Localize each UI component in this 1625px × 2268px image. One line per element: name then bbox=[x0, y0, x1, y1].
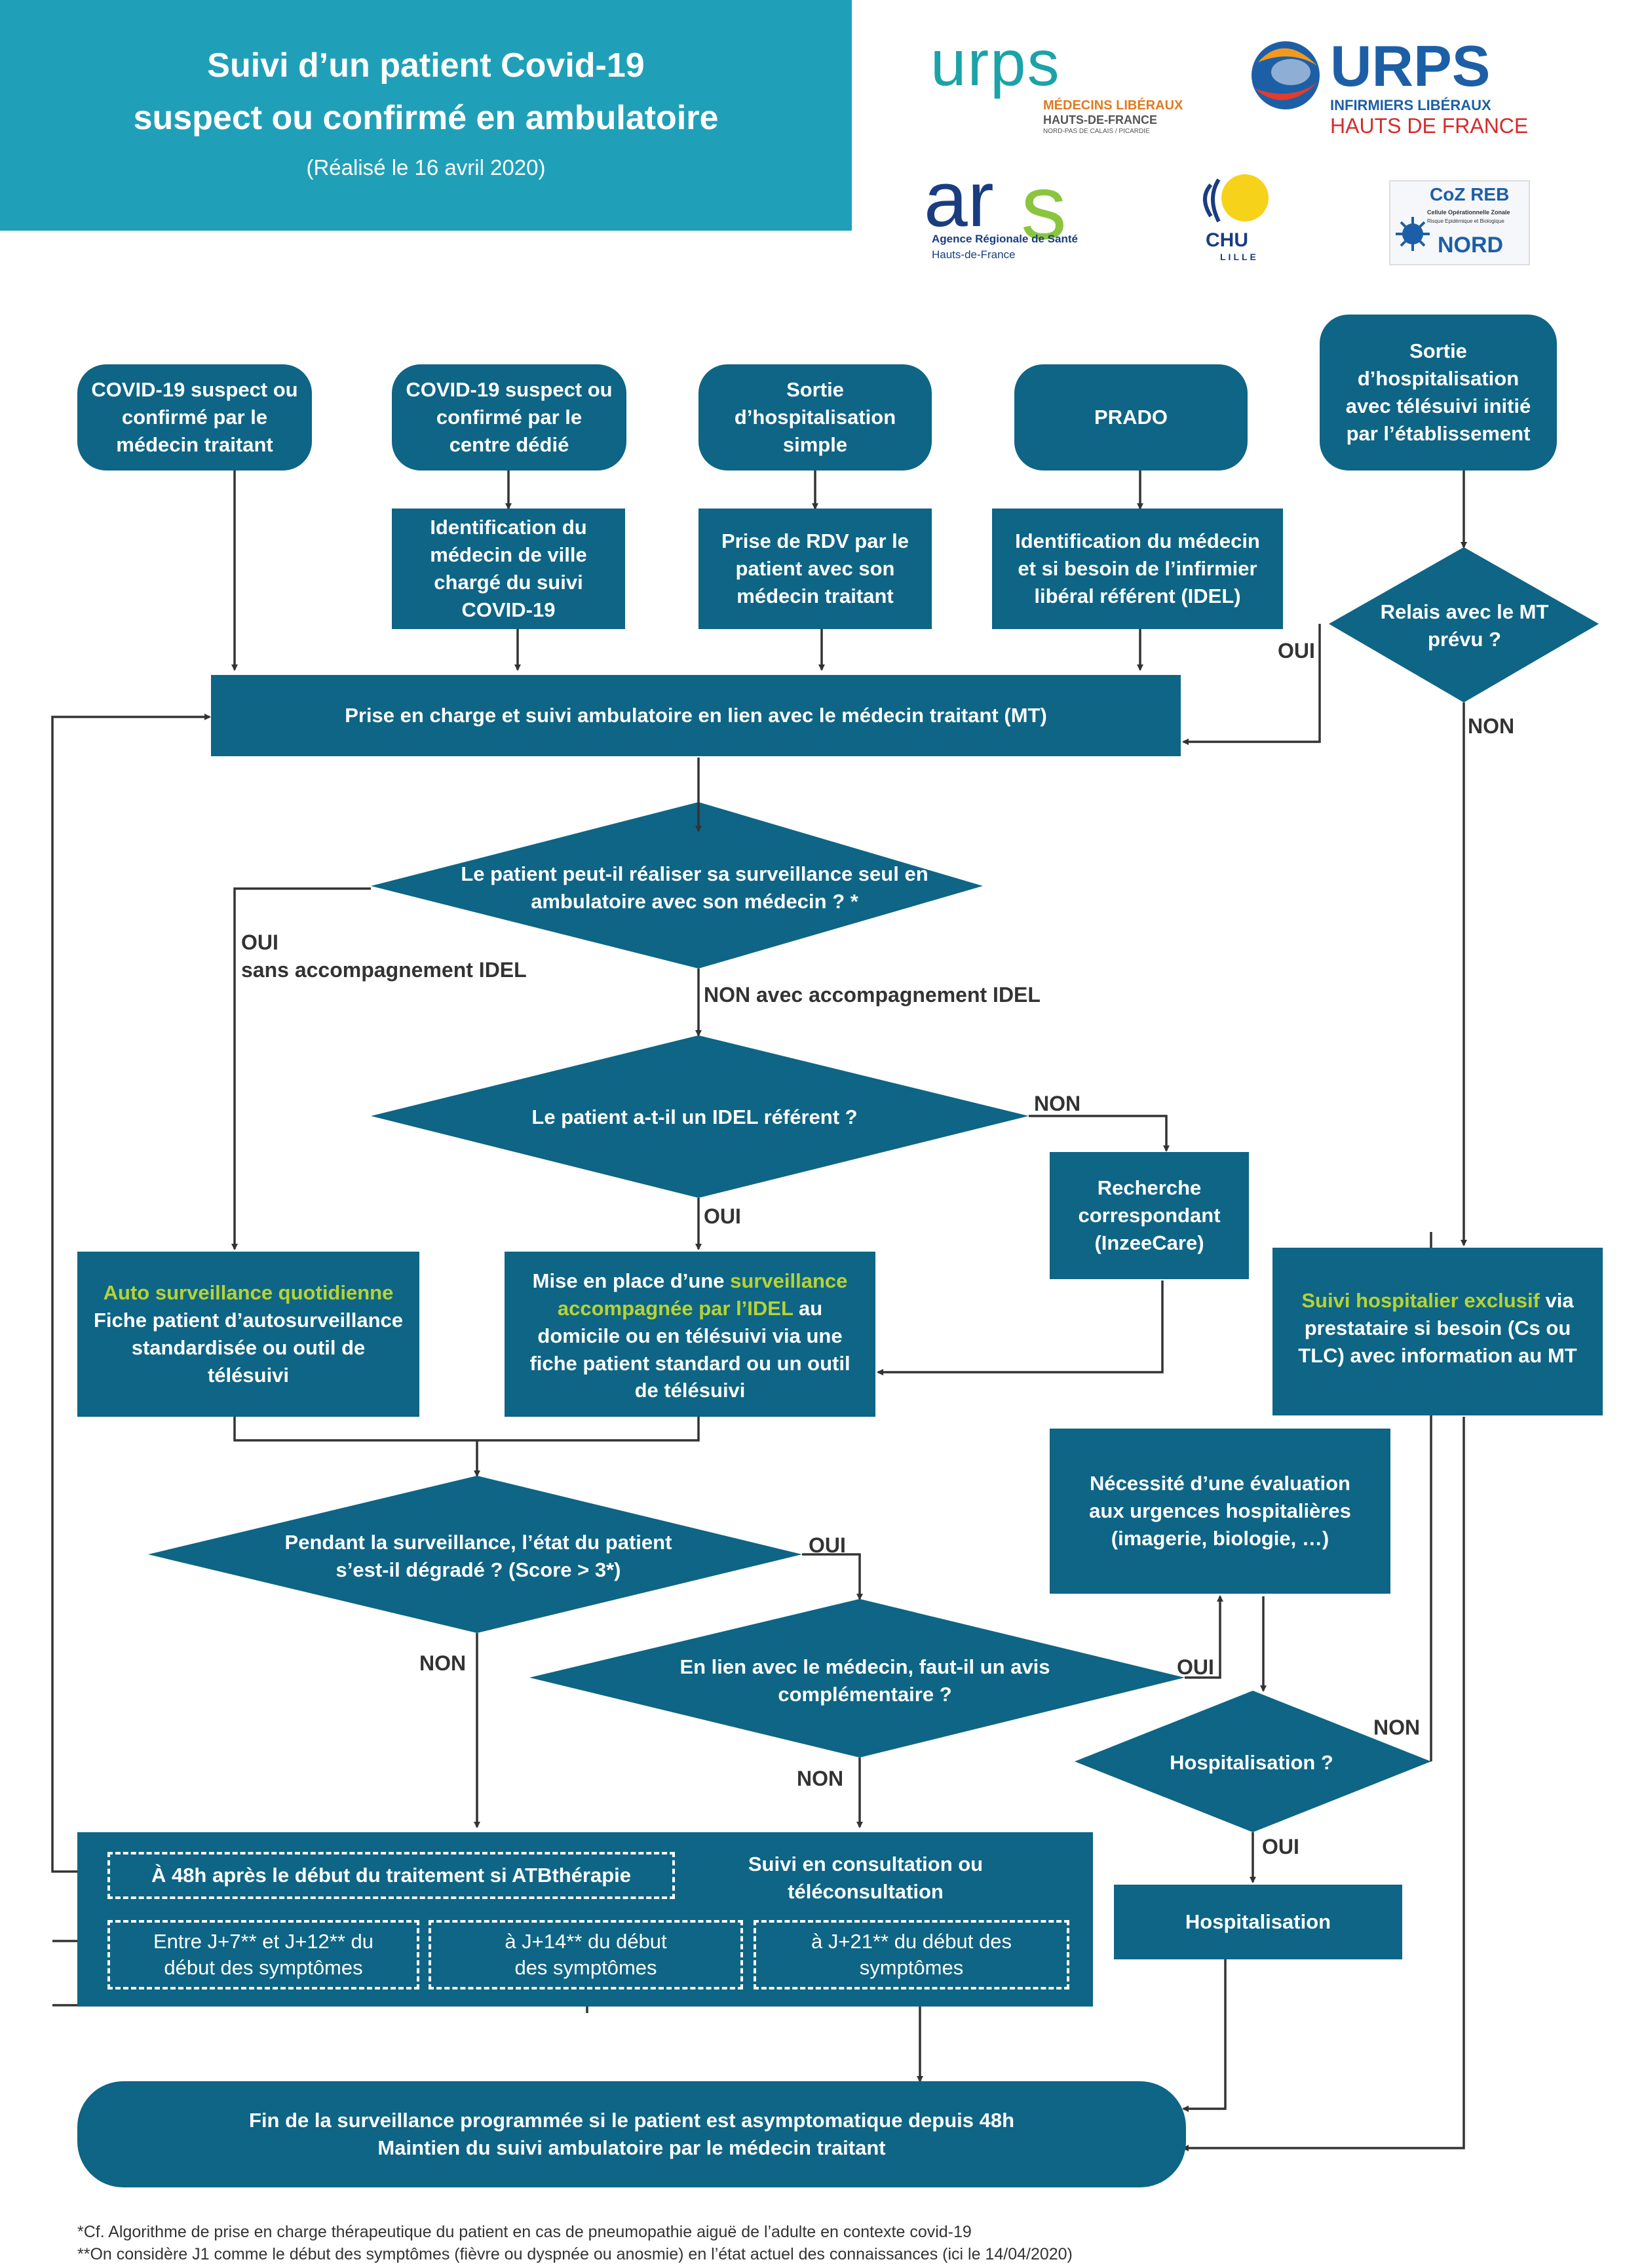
start-prado: PRADO bbox=[1014, 364, 1248, 471]
decision-avis-text: En lien avec le médecin, faut-il un avis… bbox=[679, 1655, 1050, 1706]
suivi-hospitalier-highlight: Suivi hospitalier exclusif bbox=[1301, 1289, 1540, 1312]
label-oui-idel: OUI bbox=[704, 1204, 741, 1228]
checkpoint-j7-j12: Entre J+7** et J+12** du début des sympt… bbox=[107, 1920, 419, 1989]
label-non-avis: NON bbox=[797, 1767, 844, 1790]
surveillance-accompagnee-text-a: Mise en place d’une bbox=[532, 1269, 725, 1292]
auto-surveillance-text: Fiche patient d’autosurveillance standar… bbox=[93, 1309, 403, 1387]
main-prise-en-charge: Prise en charge et suivi ambulatoire en … bbox=[211, 675, 1181, 756]
start-medecin-traitant: COVID-19 suspect ou confirmé par le méde… bbox=[77, 364, 312, 471]
label-non-degrade: NON bbox=[419, 1651, 467, 1675]
surveillance-accompagnee-highlight: surveillance accompagnée par l’IDEL bbox=[557, 1269, 848, 1320]
step-prise-rdv: Prise de RDV par le patient avec son méd… bbox=[698, 509, 932, 629]
urgences-box: Nécessité d’une évaluation aux urgences … bbox=[1050, 1429, 1390, 1594]
decision-avis-diamond bbox=[529, 1599, 1185, 1758]
header-banner: Suivi d’un patient Covid-19 suspect ou c… bbox=[0, 0, 852, 231]
label-oui-degrade: OUI bbox=[809, 1533, 846, 1557]
footnote-1: *Cf. Algorithme de prise en charge théra… bbox=[77, 2223, 972, 2241]
start-sortie-telesuivi: Sortie d’hospitalisation avec télésuivi … bbox=[1320, 315, 1557, 471]
fin-surveillance-line2: Maintien du suivi ambulatoire par le méd… bbox=[377, 2136, 886, 2159]
label-oui-avis: OUI bbox=[1177, 1655, 1214, 1679]
decision-degrade-diamond bbox=[148, 1476, 802, 1633]
fin-surveillance-box: Fin de la surveillance programmée si le … bbox=[77, 2081, 1186, 2187]
decision-hosp-text: Hospitalisation ? bbox=[1170, 1751, 1333, 1775]
step-identification-idel: Identification du médecin et si besoin d… bbox=[992, 509, 1283, 629]
suivi-hospitalier-box: Suivi hospitalier exclusif via prestatai… bbox=[1272, 1248, 1603, 1415]
decision-seul-text: Le patient peut-il réaliser sa surveilla… bbox=[461, 862, 928, 913]
checkpoint-48h: À 48h après le début du traitement si AT… bbox=[107, 1852, 675, 1899]
decision-hosp-diamond bbox=[1075, 1691, 1431, 1832]
suivi-hospitalier-text: via prestataire si besoin (Cs ou TLC) av… bbox=[1298, 1289, 1577, 1367]
urps-medecins-logo: urps MÉDECINS LIBÉRAUX HAUTS-DE-FRANCE N… bbox=[930, 27, 1183, 135]
decision-degrade-text: Pendant la surveillance, l’état du patie… bbox=[284, 1531, 672, 1581]
decision-idel-text: Le patient a-t-il un IDEL référent ? bbox=[531, 1105, 858, 1129]
suivi-consultation-title: Suivi en consultation ou téléconsultatio… bbox=[748, 1853, 984, 1903]
virus-icon bbox=[1396, 217, 1430, 251]
coz-reb-logo: CoZ REB Cellule Opérationnelle Zonale Ri… bbox=[1389, 180, 1530, 265]
surveillance-accompagnee-text-b: au domicile ou en télésuivi via une fich… bbox=[529, 1296, 851, 1402]
page-title-line2: suspect ou confirmé en ambulatoire bbox=[133, 99, 719, 137]
decision-seul-diamond bbox=[371, 802, 983, 969]
page-title-line1: Suivi d’un patient Covid-19 bbox=[207, 47, 645, 85]
recherche-correspondant: Recherche correspondant (InzeeCare) bbox=[1050, 1152, 1249, 1279]
page-subtitle: (Réalisé le 16 avril 2020) bbox=[306, 155, 546, 180]
step-identification-medecin-ville: Identification du médecin de ville charg… bbox=[392, 509, 625, 629]
label-non-seul: NON avec accompagnement IDEL bbox=[704, 983, 1041, 1007]
start-centre-dedie: COVID-19 suspect ou confirmé par le cent… bbox=[392, 364, 626, 471]
hospitalisation-box: Hospitalisation bbox=[1114, 1885, 1402, 1959]
auto-surveillance-box: Auto surveillance quotidienne Fiche pati… bbox=[77, 1252, 419, 1417]
decision-relais-diamond bbox=[1329, 547, 1599, 702]
label-oui-seul: OUI bbox=[241, 931, 278, 954]
label-oui-seul-sans-idel: sans accompagnement IDEL bbox=[241, 958, 527, 982]
label-oui-relais: OUI bbox=[1278, 639, 1315, 663]
start-sortie-simple: Sortie d’hospitalisation simple bbox=[698, 364, 932, 471]
auto-surveillance-highlight: Auto surveillance quotidienne bbox=[103, 1281, 394, 1305]
footnote-2: **On considère J1 comme le début des sym… bbox=[77, 2245, 1073, 2263]
label-non-relais: NON bbox=[1468, 714, 1515, 738]
fin-surveillance-line1: Fin de la surveillance programmée si le … bbox=[248, 2109, 1015, 2132]
checkpoint-j14: à J+14** du début des symptômes bbox=[429, 1920, 743, 1989]
suivi-consultation-box bbox=[77, 1832, 1093, 2007]
checkpoint-j21: à J+21** du début des symptômes bbox=[754, 1920, 1069, 1989]
label-non-hosp: NON bbox=[1373, 1716, 1421, 1739]
label-oui-hosp: OUI bbox=[1262, 1835, 1299, 1858]
decision-idel-diamond bbox=[371, 1035, 1029, 1198]
chu-lille-logo: CHU LILLE bbox=[1179, 172, 1284, 270]
urps-infirmiers-logo: URPS INFIRMIERS LIBÉRAUX HAUTS DE FRANCE bbox=[1245, 33, 1546, 144]
sun-face-icon bbox=[1203, 174, 1269, 223]
globe-icon bbox=[1252, 41, 1320, 109]
surveillance-accompagnee-box: Mise en place d’une surveillance accompa… bbox=[505, 1252, 875, 1417]
ars-logo: ar s Agence Régionale de Santé Hauts-de-… bbox=[924, 155, 1078, 261]
decision-relais-text: Relais avec le MT prévu ? bbox=[1380, 600, 1549, 651]
label-non-idel: NON bbox=[1034, 1092, 1081, 1115]
